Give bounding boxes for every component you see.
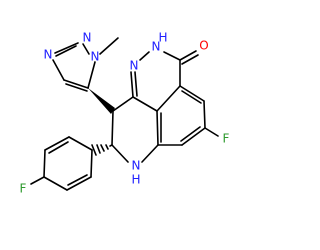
atom-n-triazole-methyl: N	[91, 50, 100, 64]
atom-f-quinoline: F	[223, 132, 230, 146]
atom-o-carbonyl: O	[199, 39, 208, 53]
bond-ph5-ph6-double	[67, 174, 88, 186]
bond-c9-c9a	[112, 96, 134, 112]
bond-ph2-ph3-double	[48, 141, 69, 154]
bond-c5-f	[204, 127, 219, 137]
bond-c9-c8	[111, 110, 114, 146]
pyridazinone-ring	[130, 50, 199, 112]
stereo-wedge-triazole	[88, 88, 115, 114]
bond-n1-n2-double	[55, 45, 77, 57]
bond-c3b-c3a	[156, 85, 181, 112]
atom-h-pyridazinone: H	[158, 31, 167, 45]
atom-h-amine: H	[131, 173, 140, 187]
bond-ph4-ph5	[43, 176, 68, 191]
atom-f-phenyl: F	[20, 182, 27, 196]
bond-c9a-n1	[130, 71, 134, 98]
bond-ph6-ph1	[90, 149, 93, 178]
stereo-hash-phenyl	[91, 144, 113, 156]
bond-n1-n2	[54, 42, 79, 54]
bond-ph3-ph4	[43, 149, 46, 178]
atom-labels: N N N N N H O F N H F	[20, 31, 230, 196]
atom-n-pyridazinone: N	[130, 59, 139, 73]
bond-c3b-c4-double	[181, 90, 202, 104]
chemical-structure-diagram: N N N N N H O F N H F	[19, 30, 230, 196]
atom-nh-pyridazinone: N	[152, 40, 161, 54]
bond-c3-o	[179, 50, 197, 61]
bond-n1-n2	[139, 51, 150, 61]
triazole-ring	[52, 37, 119, 92]
bond-ph1-ph2	[68, 136, 93, 151]
bond-c6a-c3a	[156, 110, 159, 146]
bond-c3-c5	[63, 79, 89, 89]
bond-c5-c6	[181, 127, 206, 146]
fluorophenyl-ring	[30, 136, 93, 191]
benzo-ring	[157, 85, 219, 146]
bond-n4-n1	[82, 43, 90, 55]
bond-c3b-c4	[179, 85, 205, 102]
bond-c3a-c9a	[132, 96, 158, 112]
bond-c5-c6-double	[180, 126, 201, 142]
bond-n7-c6a	[141, 144, 159, 163]
bond-ph2-ph3	[44, 136, 70, 151]
bond-c3-c5-double	[65, 83, 88, 92]
bond-n-methyl	[99, 37, 119, 55]
atom-n-triazole-1: N	[83, 31, 92, 45]
bond-c9a-n1-double	[134, 71, 138, 97]
bond-c8-n7	[111, 144, 129, 163]
bond-ph-f	[30, 176, 45, 185]
bond-c4-c5	[203, 100, 206, 129]
structure-svg: N N N N N H O F N H F	[20, 31, 230, 196]
atom-n-triazole-2: N	[44, 48, 53, 62]
bond-c5-n4	[87, 61, 96, 89]
bond-c3-o-double	[181, 54, 199, 65]
bond-n2-c3	[163, 51, 181, 61]
atom-nh-amine: N	[132, 159, 141, 173]
bond-ph5-ph6	[66, 176, 92, 191]
central-ring	[111, 96, 159, 163]
bond-n2-c3	[52, 59, 65, 81]
